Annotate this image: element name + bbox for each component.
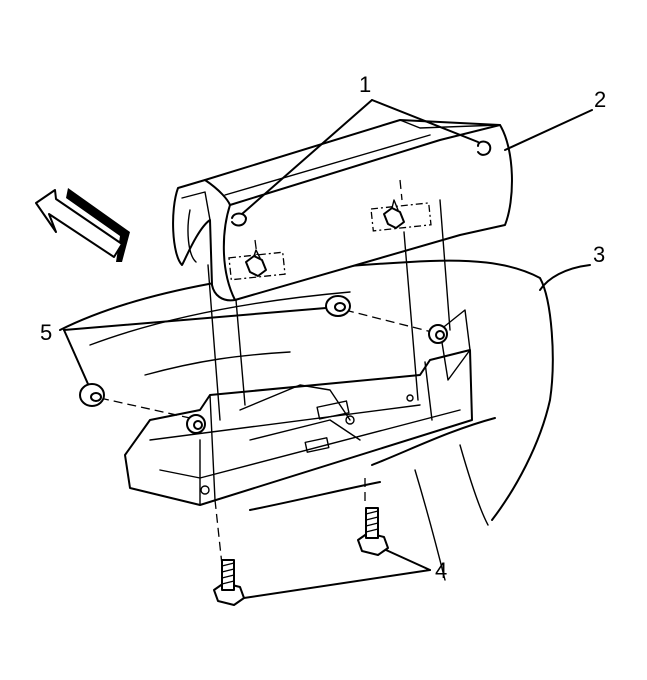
- bracket-nut-left: [186, 414, 206, 434]
- callout-1: 1: [359, 72, 371, 97]
- callout-4: 4: [435, 558, 447, 583]
- alignment-lines: [99, 179, 451, 566]
- callout-2: 2: [594, 87, 606, 112]
- bolt-left: [213, 559, 245, 606]
- grommet-nut-lower: [79, 383, 105, 407]
- forward-direction-arrow-icon: [35, 188, 130, 262]
- retaining-clips: [228, 140, 492, 281]
- mounting-bracket: [124, 349, 473, 506]
- overhead-console-module: [172, 119, 513, 302]
- callout-5: 5: [40, 320, 52, 345]
- clip-nut-rear: [370, 199, 432, 232]
- grommet-nut-upper: [325, 295, 351, 317]
- bolt-right: [357, 507, 389, 556]
- callout-3: 3: [593, 242, 605, 267]
- bracket-nut-right: [428, 324, 448, 344]
- seat-console-body: [59, 259, 554, 581]
- clip-nut-front: [228, 249, 286, 281]
- leader-lines: [63, 99, 593, 599]
